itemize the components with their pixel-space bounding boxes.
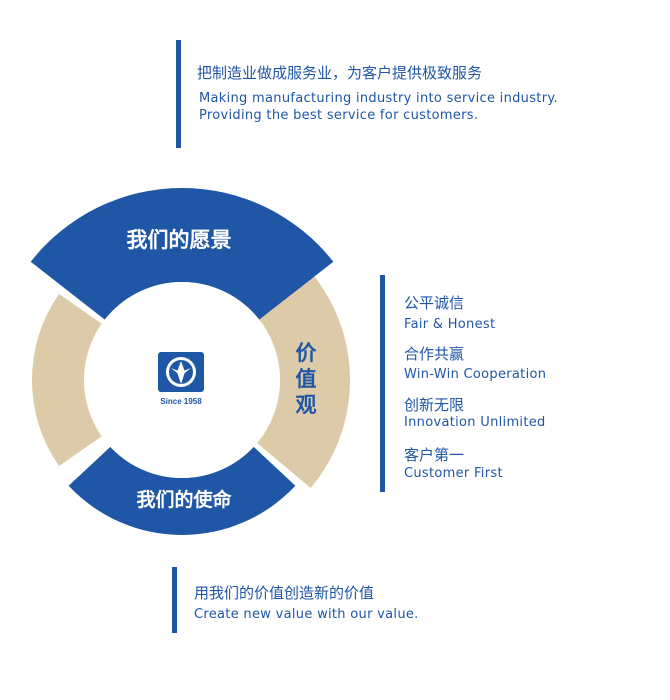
values-label-char-3: 观 (296, 393, 317, 417)
value-item-2-en: Win-Win Cooperation (404, 367, 547, 382)
values-label-char-1: 价 (296, 341, 318, 365)
top-accent-bar (176, 40, 181, 148)
vision-label: 我们的愿景 (127, 228, 232, 252)
bottom-accent-bar (172, 567, 177, 633)
ring-segment-left (31, 293, 102, 467)
value-item-4-cn: 客户第一 (404, 446, 465, 464)
values-accent-bar (380, 275, 385, 492)
mission-statement-en-line2: Providing the best service for customers… (199, 108, 479, 123)
value-item-1-en: Fair & Honest (404, 317, 496, 332)
ring-segment-mission (68, 446, 296, 535)
mission-label: 我们的使命 (136, 488, 232, 511)
value-item-3-en: Innovation Unlimited (404, 415, 546, 430)
value-statement-en: Create new value with our value. (194, 607, 419, 622)
logo-caption: Since 1958 (160, 397, 202, 406)
value-item-2-cn: 合作共赢 (404, 345, 465, 363)
ring-segment-values (257, 272, 350, 488)
ring-segment-vision (30, 187, 334, 320)
values-label-char-2: 值 (296, 367, 317, 391)
value-item-3-cn: 创新无限 (404, 396, 465, 414)
logo-wing-icon (171, 368, 191, 376)
value-item-1-cn: 公平诚信 (404, 294, 465, 312)
value-item-4-en: Customer First (404, 466, 503, 481)
mission-statement-en-line1: Making manufacturing industry into servi… (199, 91, 558, 106)
value-statement-cn: 用我们的价值创造新的价值 (194, 584, 375, 602)
mission-statement-cn: 把制造业做成服务业，为客户提供极致服务 (197, 64, 483, 82)
company-logo: Since 1958 (158, 352, 204, 406)
